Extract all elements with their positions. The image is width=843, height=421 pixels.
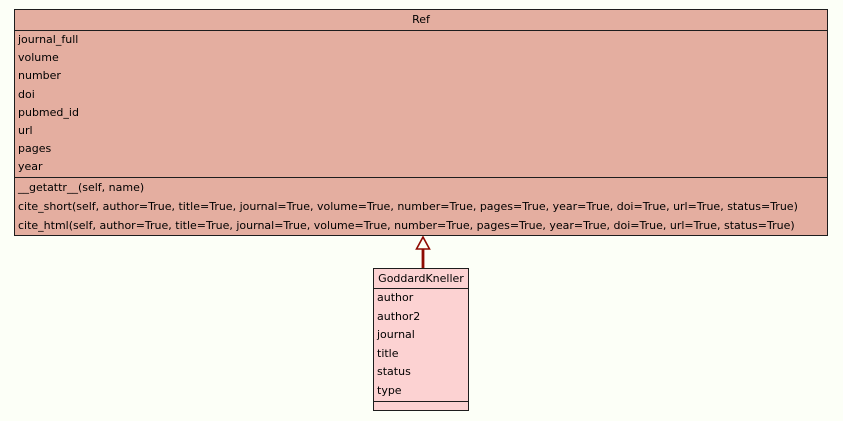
- class-box-ref: Ref journal_full volume number doi pubme…: [14, 9, 828, 236]
- attribute-row: author2: [377, 309, 421, 323]
- inheritance-arrow-shaft: [421, 248, 425, 268]
- attribute-row: year: [18, 160, 43, 174]
- inheritance-arrow: [415, 236, 431, 268]
- attribute-row: status: [377, 365, 411, 379]
- attribute-row: type: [377, 383, 402, 397]
- inheritance-arrow-head: [415, 236, 431, 250]
- class-name-goddardkneller: GoddardKneller: [374, 269, 468, 289]
- class-name-ref: Ref: [15, 10, 827, 31]
- method-row: cite_html(self, author=True, title=True,…: [18, 219, 795, 233]
- attribute-row: doi: [18, 87, 35, 101]
- attribute-row: author: [377, 291, 414, 304]
- attribute-row: volume: [18, 51, 59, 65]
- attribute-row: journal: [377, 328, 415, 342]
- ref-methods-compartment: __getattr__(self, name) cite_short(self,…: [15, 178, 827, 236]
- goddardkneller-attributes-compartment: author author2 journal title status type: [374, 289, 468, 402]
- attribute-row: title: [377, 346, 399, 360]
- method-row: cite_short(self, author=True, title=True…: [18, 199, 798, 213]
- attribute-row: pubmed_id: [18, 105, 79, 119]
- goddardkneller-methods-compartment: [374, 402, 468, 412]
- method-row: __getattr__(self, name): [18, 180, 145, 194]
- class-box-goddardkneller: GoddardKneller author author2 journal ti…: [373, 268, 469, 411]
- attribute-row: number: [18, 69, 61, 83]
- attribute-row: journal_full: [18, 33, 79, 46]
- attribute-row: pages: [18, 142, 52, 156]
- attribute-row: url: [18, 123, 33, 137]
- ref-attributes-compartment: journal_full volume number doi pubmed_id…: [15, 31, 827, 178]
